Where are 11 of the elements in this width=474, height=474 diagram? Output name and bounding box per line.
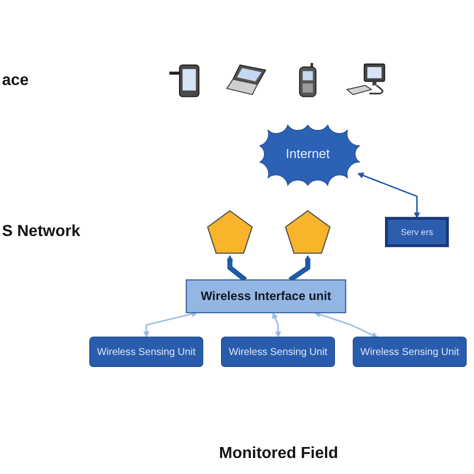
arrow: [314, 311, 378, 338]
layer-label: Monitored Field: [219, 444, 338, 464]
node-pentagon: [284, 210, 331, 254]
arrow: [357, 172, 420, 218]
layer-label: ace: [2, 70, 29, 91]
layer-label: S Network: [2, 222, 80, 242]
node-box: Serv ers: [385, 216, 449, 248]
arrow: [143, 310, 198, 338]
arrow: [272, 312, 282, 338]
node-pentagon: [207, 210, 253, 254]
node-box: Wireless Interface unit: [186, 279, 346, 314]
